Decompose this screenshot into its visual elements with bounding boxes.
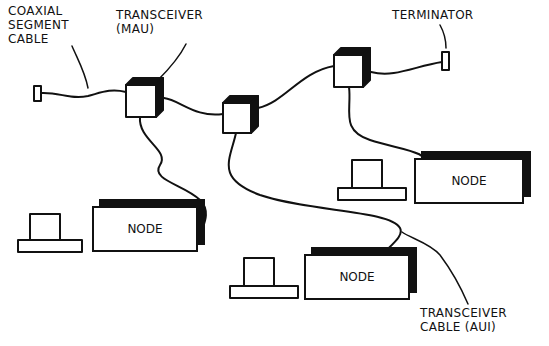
node-label: NODE: [339, 270, 374, 284]
terminal: [18, 214, 82, 252]
callout-label: TERMINATOR: [392, 8, 502, 22]
coax-cable: [41, 91, 126, 98]
leader-line: [72, 46, 88, 88]
coax-cable: [258, 66, 334, 108]
callout-label: TRANSCEIVER (MAU): [116, 8, 214, 36]
leader-line: [158, 44, 186, 80]
aui-cable: [349, 87, 428, 168]
node-box: NODE: [304, 254, 410, 300]
leader-line: [440, 25, 446, 48]
callout-label: COAXIAL SEGMENT CABLE: [8, 4, 84, 46]
leader-line: [402, 232, 468, 304]
terminal: [338, 160, 406, 200]
node-box: NODE: [414, 158, 524, 204]
transceiver: [223, 96, 258, 133]
coax-cable: [371, 62, 442, 74]
node-label: NODE: [127, 222, 162, 236]
transceiver: [334, 48, 370, 87]
terminator-left: [34, 86, 41, 101]
coax-cable: [164, 98, 223, 115]
terminator-right: [442, 52, 449, 70]
node-label: NODE: [451, 174, 486, 188]
callout-label: TRANSCEIVER CABLE (AUI): [420, 306, 544, 334]
transceiver: [126, 78, 163, 117]
node-box: NODE: [92, 206, 198, 252]
terminal: [230, 258, 298, 298]
